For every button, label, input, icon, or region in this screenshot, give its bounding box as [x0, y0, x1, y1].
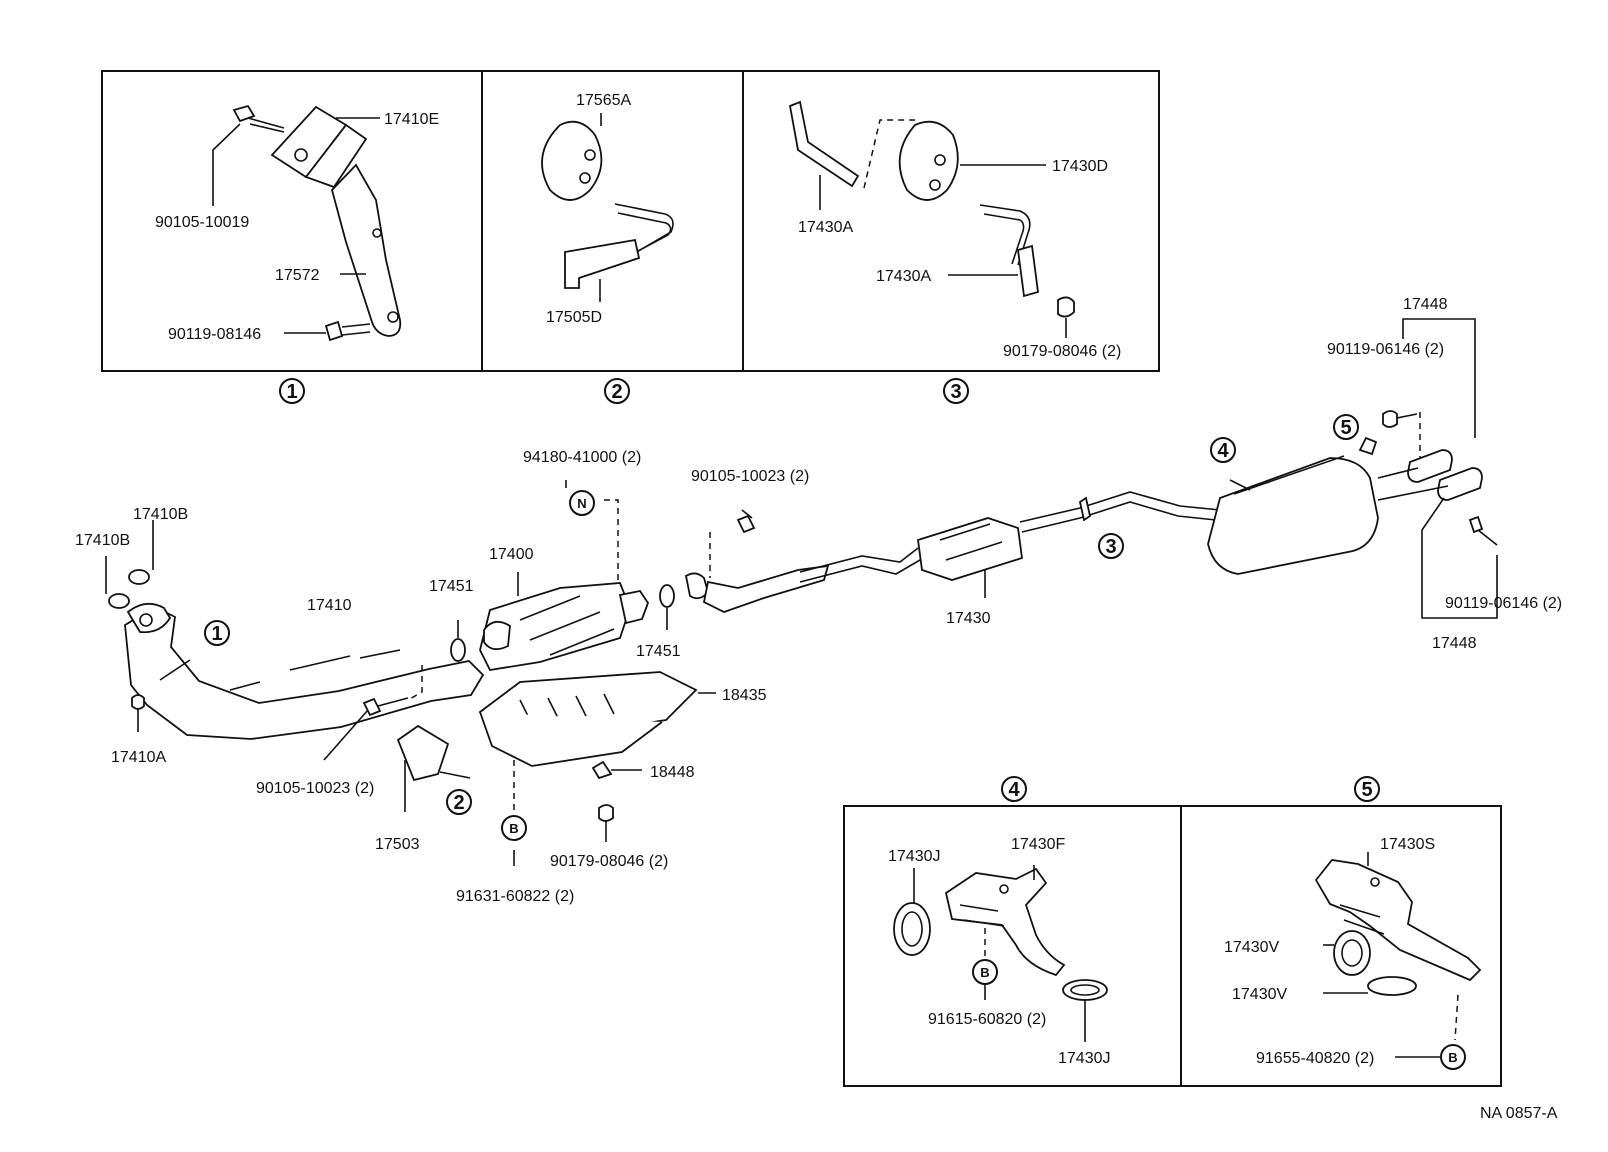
inset-5-parts — [1314, 852, 1482, 1058]
svg-text:N: N — [577, 496, 586, 511]
label-17430J-bottom: 17430J — [1058, 1050, 1111, 1067]
inset-caption-4: 4 — [1001, 776, 1027, 802]
inset-caption-3: 3 — [943, 378, 969, 404]
label-90119-08146: 90119-08146 — [168, 326, 261, 343]
svg-text:B: B — [509, 821, 518, 836]
label-17410: 17410 — [307, 597, 352, 614]
svg-text:5: 5 — [1361, 779, 1372, 801]
label-90105-10023-top: 90105-10023 (2) — [691, 468, 809, 485]
inset-4-parts — [893, 865, 1108, 1042]
svg-text:3: 3 — [950, 381, 961, 403]
tail-pipe-assembly — [1382, 318, 1498, 619]
marker-5: 5 — [1333, 414, 1359, 440]
marker-2: 2 — [446, 789, 472, 815]
inset-boxes-top — [101, 70, 1160, 372]
label-17430J-top: 17430J — [888, 848, 941, 865]
label-17448-bottom: 17448 — [1432, 635, 1477, 652]
inset-1-parts — [212, 104, 402, 342]
label-94180-41000: 94180-41000 (2) — [523, 449, 641, 466]
inset-boxes-bottom — [843, 805, 1502, 1087]
label-17430A-mid: 17430A — [876, 268, 931, 285]
label-17451-left: 17451 — [429, 578, 474, 595]
marker-4: 4 — [1210, 437, 1236, 463]
drawing-code: NA 0857-A — [1480, 1105, 1558, 1122]
svg-text:2: 2 — [611, 381, 622, 403]
callout-B-2: B — [972, 959, 998, 985]
inset-caption-2: 2 — [604, 378, 630, 404]
svg-text:5: 5 — [1340, 417, 1351, 439]
label-17448-top: 17448 — [1403, 296, 1448, 313]
label-17451-right: 17451 — [636, 643, 681, 660]
label-90119-06146-top: 90119-06146 (2) — [1327, 341, 1444, 358]
label-17430V-b: 17430V — [1232, 986, 1287, 1003]
label-91655-40820: 91655-40820 (2) — [1256, 1050, 1374, 1067]
svg-text:2: 2 — [453, 792, 464, 814]
label-18448: 18448 — [650, 764, 695, 781]
label-17410B-a: 17410B — [133, 506, 188, 523]
svg-text:4: 4 — [1217, 440, 1229, 462]
label-17430V-a: 17430V — [1224, 939, 1279, 956]
label-17430S: 17430S — [1380, 836, 1435, 853]
label-17410B-b: 17410B — [75, 532, 130, 549]
label-17410A: 17410A — [111, 749, 166, 766]
label-17565A: 17565A — [576, 92, 631, 109]
svg-text:4: 4 — [1008, 779, 1020, 801]
svg-text:1: 1 — [286, 381, 297, 403]
marker-3: 3 — [1098, 533, 1124, 559]
label-90119-06146-right: 90119-06146 (2) — [1445, 595, 1562, 612]
label-91631-60822: 91631-60822 (2) — [456, 888, 574, 905]
marker-1: 1 — [204, 620, 230, 646]
callout-N: N — [569, 490, 595, 516]
label-90105-10019: 90105-10019 — [155, 214, 249, 231]
label-17430F: 17430F — [1011, 836, 1065, 853]
callout-B-1: B — [501, 815, 527, 841]
label-17430: 17430 — [946, 610, 991, 627]
inset-3-parts — [788, 100, 1075, 338]
label-90179-08046-bottom: 90179-08046 (2) — [550, 853, 668, 870]
inset-2-parts — [541, 113, 674, 302]
callout-B-3: B — [1440, 1044, 1466, 1070]
label-17400: 17400 — [489, 546, 534, 563]
label-17503: 17503 — [375, 836, 420, 853]
inset-caption-5: 5 — [1354, 776, 1380, 802]
label-91615-60820: 91615-60820 (2) — [928, 1011, 1046, 1028]
main-exhaust-line — [105, 436, 1449, 866]
label-17505D: 17505D — [546, 309, 602, 326]
label-17430A-top: 17430A — [798, 219, 853, 236]
svg-text:B: B — [1448, 1050, 1457, 1065]
label-17410E: 17410E — [384, 111, 439, 128]
label-90179-08046-top: 90179-08046 (2) — [1003, 343, 1121, 360]
label-18435: 18435 — [722, 687, 767, 704]
label-90105-10023-bottom: 90105-10023 (2) — [256, 780, 374, 797]
label-17430D: 17430D — [1052, 158, 1108, 175]
inset-caption-1: 1 — [279, 378, 305, 404]
svg-text:1: 1 — [211, 623, 222, 645]
svg-text:B: B — [980, 965, 989, 980]
label-17572: 17572 — [275, 267, 320, 284]
svg-text:3: 3 — [1105, 536, 1116, 558]
